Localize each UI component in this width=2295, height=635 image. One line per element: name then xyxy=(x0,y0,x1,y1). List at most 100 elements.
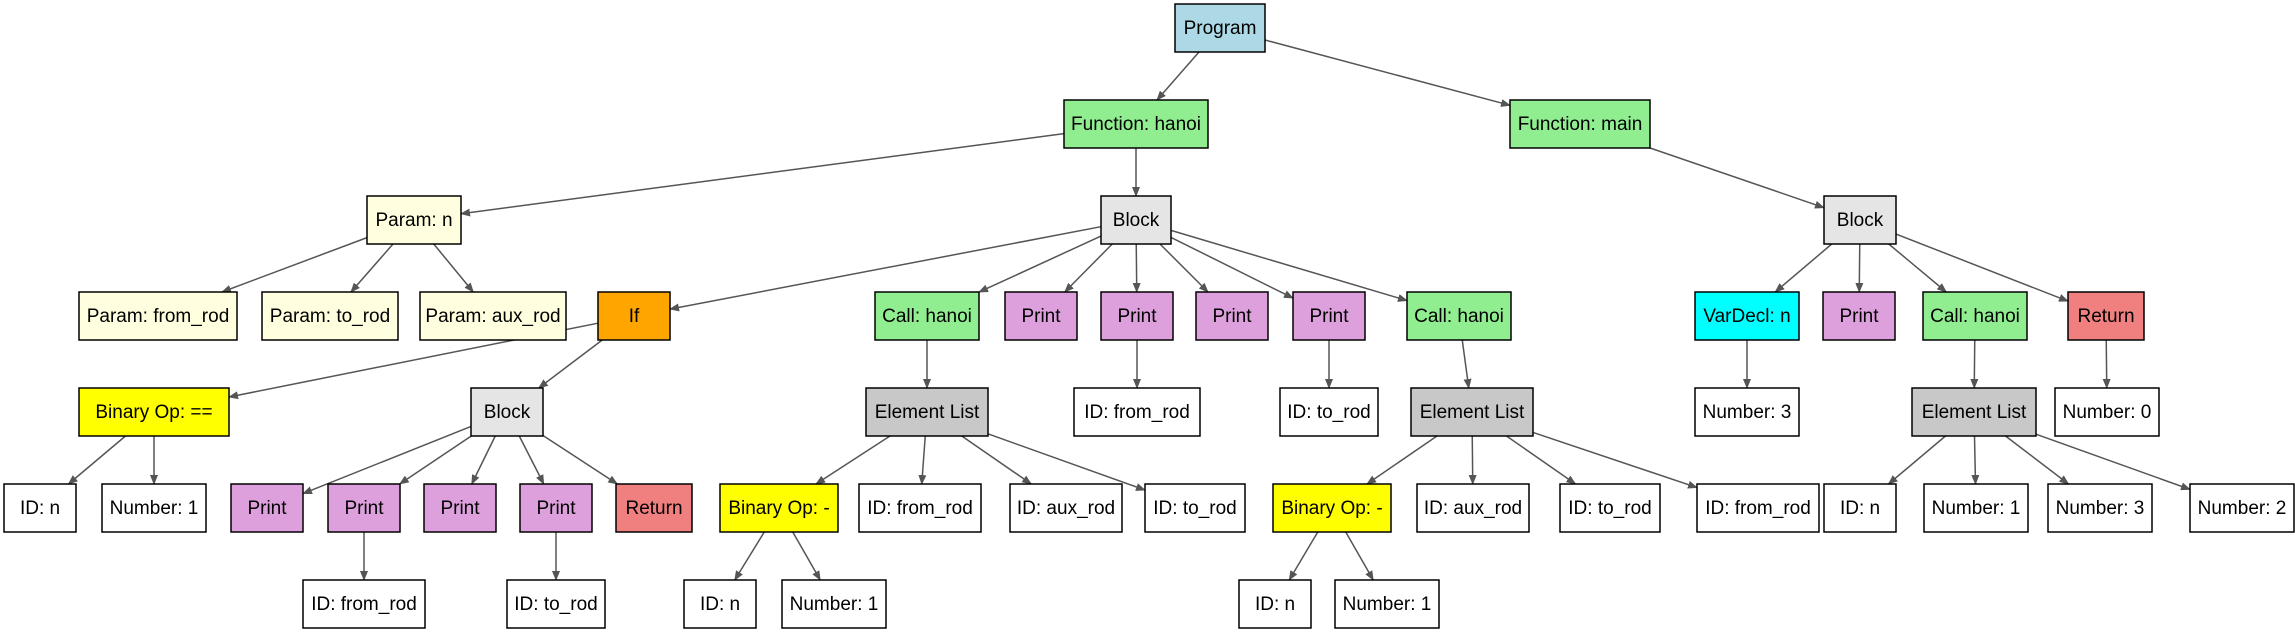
edge xyxy=(460,132,1065,217)
node-box xyxy=(1100,195,1172,245)
node-id-aux-2: ID: aux_rod xyxy=(1416,483,1530,533)
edge xyxy=(669,225,1102,312)
node-box xyxy=(1559,483,1661,533)
node-id-n-m1: ID: n xyxy=(683,579,757,629)
node-box xyxy=(470,387,544,437)
edge xyxy=(1132,243,1141,293)
edge xyxy=(1366,435,1438,485)
node-num3-3: Number: 3 xyxy=(2047,483,2153,533)
node-label: Element List xyxy=(1922,402,2027,423)
node-box xyxy=(1073,387,1201,437)
node-label: ID: from_rod xyxy=(1705,498,1811,519)
node-box xyxy=(1911,387,2037,437)
node-vardecl-n: VarDecl: n xyxy=(1694,291,1800,341)
edge-elist1-to-id_from_1 xyxy=(918,435,927,485)
node-label: Print xyxy=(1117,306,1157,327)
node-binop-eq: Binary Op: == xyxy=(78,387,230,437)
edge-binop_m2-to-id_n_m2 xyxy=(1288,531,1319,581)
node-box xyxy=(1279,387,1379,437)
node-box xyxy=(78,387,230,437)
edge-block_hanoi-to-print_c xyxy=(1159,243,1209,293)
node-print-c: Print xyxy=(1195,291,1269,341)
edge xyxy=(1159,243,1209,293)
edge xyxy=(1895,233,2069,302)
edge xyxy=(2005,435,2070,485)
edge-binop_eq-to-id_n_eq xyxy=(67,435,126,485)
edge-elist2-to-binop_m2 xyxy=(1366,435,1438,485)
edge-program-to-fn_main xyxy=(1264,39,1511,107)
node-call1: Call: hanoi xyxy=(874,291,980,341)
node-param-to: Param: to_rod xyxy=(261,291,399,341)
node-label: Number: 1 xyxy=(1343,594,1432,615)
node-box xyxy=(1238,579,1312,629)
node-num1-m1: Number: 1 xyxy=(781,579,887,629)
edge-block_if-to-print_i2 xyxy=(398,435,472,485)
node-id-to-d: ID: to_rod xyxy=(1279,387,1379,437)
node-label: Number: 0 xyxy=(2063,402,2152,423)
edge-param_n-to-param_aux xyxy=(433,243,474,293)
edge-binop_m2-to-num1_m2 xyxy=(1345,531,1374,581)
edge-call2-to-elist2 xyxy=(1461,339,1472,389)
node-label: Return xyxy=(2077,306,2134,327)
node-box xyxy=(423,483,497,533)
edge xyxy=(1064,243,1113,293)
node-fn-hanoi: Function: hanoi xyxy=(1063,99,1209,149)
node-label: Element List xyxy=(875,402,980,423)
node-label: ID: aux_rod xyxy=(1424,498,1522,519)
edge xyxy=(350,243,394,293)
node-num1-m2: Number: 1 xyxy=(1334,579,1440,629)
edge xyxy=(1888,243,1948,293)
node-box xyxy=(1195,291,1269,341)
edge-elist2-to-id_aux_2 xyxy=(1468,435,1477,485)
node-label: Block xyxy=(1837,210,1884,231)
edge-block_hanoi-to-print_a xyxy=(1064,243,1113,293)
edge-elist3-to-num3_3 xyxy=(2005,435,2070,485)
node-box xyxy=(874,291,980,341)
node-num2-3: Number: 2 xyxy=(2189,483,2295,533)
node-box xyxy=(419,291,567,341)
node-box xyxy=(1416,483,1530,533)
node-block-if: Block xyxy=(470,387,544,437)
edge xyxy=(792,531,821,581)
edge-block_hanoi-to-if1 xyxy=(669,225,1102,312)
node-label: Param: aux_rod xyxy=(425,306,560,327)
node-elist2: Element List xyxy=(1410,387,1534,437)
node-label: Call: hanoi xyxy=(882,306,972,327)
node-box xyxy=(1334,579,1440,629)
node-label: ID: from_rod xyxy=(311,594,417,615)
node-label: Param: n xyxy=(375,210,452,231)
node-label: Block xyxy=(1113,210,1160,231)
node-box xyxy=(1410,387,1534,437)
node-label: Param: to_rod xyxy=(270,306,390,327)
edge-elist3-to-num2_3 xyxy=(2035,433,2191,491)
node-box xyxy=(506,579,606,629)
node-label: ID: n xyxy=(700,594,740,615)
node-label: ID: n xyxy=(20,498,60,519)
node-box xyxy=(615,483,693,533)
edge-program-to-fn_hanoi xyxy=(1156,51,1200,101)
node-label: ID: n xyxy=(1840,498,1880,519)
node-program: Program xyxy=(1174,3,1266,53)
node-box xyxy=(683,579,757,629)
node-box xyxy=(327,483,401,533)
node-id-to-i4: ID: to_rod xyxy=(506,579,606,629)
node-box xyxy=(858,483,982,533)
node-print-b: Print xyxy=(1100,291,1174,341)
node-block-main: Block xyxy=(1823,195,1897,245)
node-call2: Call: hanoi xyxy=(1406,291,1512,341)
node-label: Element List xyxy=(1420,402,1525,423)
node-box xyxy=(1009,483,1123,533)
node-num1-eq: Number: 1 xyxy=(101,483,207,533)
edge-block_main-to-print_m xyxy=(1855,243,1864,293)
node-box xyxy=(1509,99,1651,149)
node-label: Param: from_rod xyxy=(87,306,230,327)
edge-elist1-to-binop_m1 xyxy=(815,435,891,485)
node-label: Binary Op: - xyxy=(1281,498,1382,519)
edge xyxy=(518,435,545,485)
node-id-from-1: ID: from_rod xyxy=(858,483,982,533)
node-label: Print xyxy=(536,498,576,519)
node-box xyxy=(2067,291,2145,341)
node-label: Function: main xyxy=(1518,114,1643,135)
node-label: ID: to_rod xyxy=(1153,498,1236,519)
